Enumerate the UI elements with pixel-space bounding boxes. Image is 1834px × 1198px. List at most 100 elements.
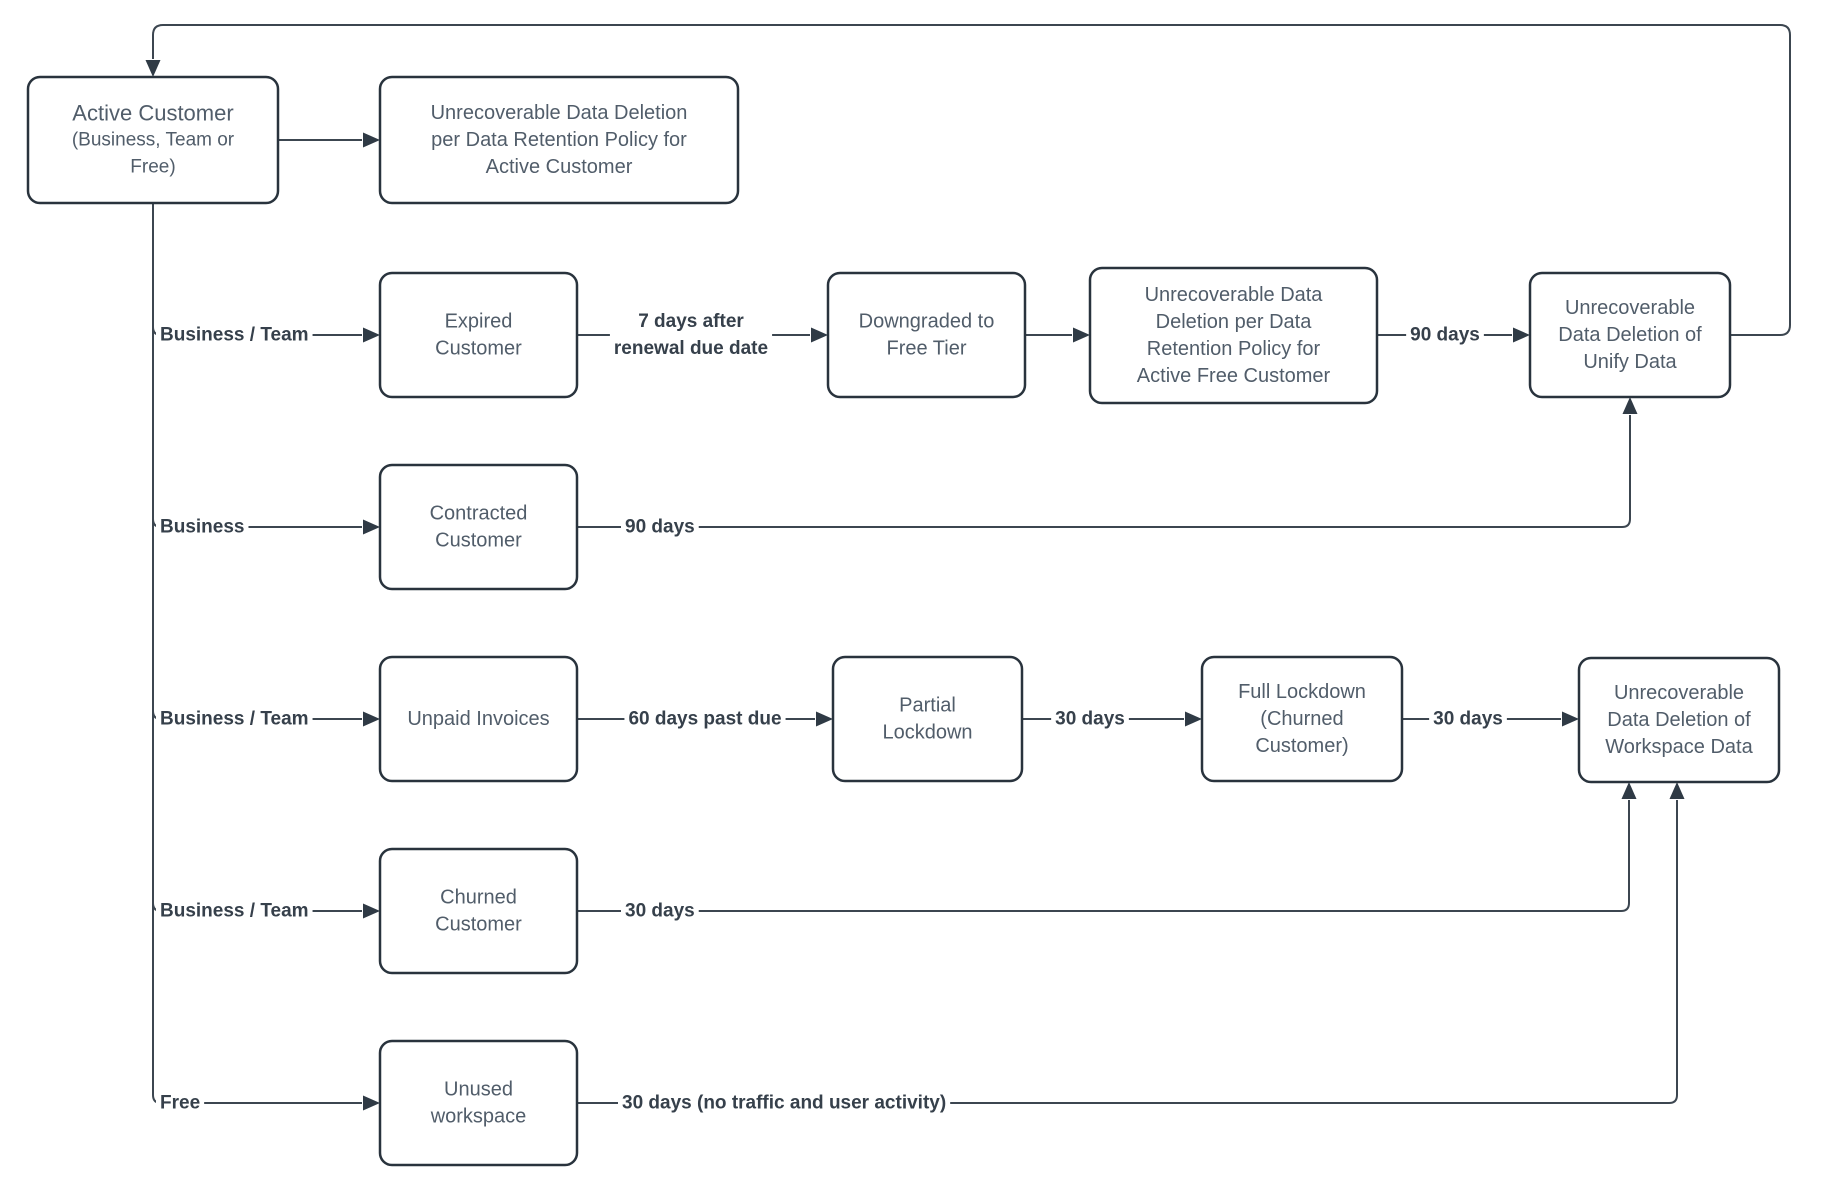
arrowhead-icon-full-to-workspace bbox=[1562, 711, 1579, 727]
edge-label-text-label-90-days-contracted: 90 days bbox=[625, 517, 695, 538]
node-box-deletion-active-free-customer bbox=[1088, 266, 1379, 405]
node-label-line: Expired bbox=[445, 311, 513, 333]
connector-feedback-unify-to-active bbox=[145, 24, 1791, 336]
edge-label-text-label-60-days-past-due: 60 days past due bbox=[628, 709, 781, 730]
edge-label-text-label-30-days-unused: 30 days (no traffic and user activity) bbox=[622, 1093, 946, 1114]
connector-line-contracted-to-unify bbox=[577, 415, 1631, 528]
connector-line-churned-to-workspace bbox=[577, 800, 1630, 912]
arrowhead-icon-unpaid-to-partial bbox=[816, 711, 833, 727]
edge-label-line: 30 days bbox=[1433, 709, 1503, 730]
node-label-line: Customer bbox=[435, 338, 522, 360]
connector-active-to-deletion bbox=[278, 132, 380, 148]
edge-label-label-30-days-churned: 30 days bbox=[621, 898, 699, 924]
node-label-line: Deletion per Data bbox=[1156, 311, 1313, 333]
edge-label-line: Business / Team bbox=[160, 325, 309, 346]
edge-label-bg bbox=[1406, 322, 1484, 348]
edge-label-bg bbox=[618, 1090, 951, 1116]
edge-label-text-label-30-days-full: 30 days bbox=[1433, 709, 1503, 730]
node-unpaid-invoices: Unpaid Invoices bbox=[378, 655, 579, 783]
node-label-line: Customer bbox=[435, 530, 522, 552]
arrowhead-icon-churned-to-workspace bbox=[1621, 782, 1637, 799]
node-box-churned-customer bbox=[378, 847, 579, 975]
node-label-line: Data Deletion of bbox=[1558, 324, 1702, 346]
edge-label-line: 30 days bbox=[625, 901, 695, 922]
edge-label-text-branch-business-team-unpaid: Business / Team bbox=[160, 709, 309, 730]
node-label-line: Unrecoverable bbox=[1614, 682, 1744, 704]
connector-downgraded-to-deletion-free bbox=[1025, 327, 1090, 343]
node-box-unused-workspace bbox=[378, 1039, 579, 1167]
edge-label-bg bbox=[156, 514, 249, 540]
connector-line-feedback-unify-to-active bbox=[152, 24, 1791, 336]
node-box-deletion-workspace-data bbox=[1577, 656, 1781, 784]
connector-unused-to-workspace bbox=[577, 782, 1685, 1104]
edge-label-bg bbox=[156, 898, 313, 924]
edge-label-line: 60 days past due bbox=[628, 709, 781, 730]
edge-label-bg bbox=[1429, 706, 1507, 732]
arrowhead-icon-expired-to-downgraded bbox=[811, 327, 828, 343]
node-label-line: per Data Retention Policy for bbox=[431, 129, 687, 151]
edge-label-bg bbox=[156, 706, 313, 732]
arrowhead-icon-partial-to-full bbox=[1185, 711, 1202, 727]
edge-label-branch-business-team-expired: Business / Team bbox=[156, 322, 313, 348]
node-box-partial-lockdown bbox=[831, 655, 1024, 783]
edge-label-branch-business-contracted: Business bbox=[156, 514, 249, 540]
node-box-deletion-unify-data bbox=[1528, 271, 1732, 399]
arrowhead-icon-branch-to-expired bbox=[363, 327, 380, 343]
edge-label-line: 30 days (no traffic and user activity) bbox=[622, 1093, 946, 1114]
node-label-line: Downgraded to bbox=[859, 311, 995, 333]
edge-label-bg bbox=[1051, 706, 1129, 732]
edge-label-line: Business / Team bbox=[160, 709, 309, 730]
edge-label-branch-business-team-unpaid: Business / Team bbox=[156, 706, 313, 732]
arrowhead-icon-branch-to-unpaid bbox=[363, 711, 380, 727]
arrowhead-icon-active-to-deletion bbox=[363, 132, 380, 148]
node-label-line: Churned bbox=[440, 887, 517, 909]
edge-label-text-branch-business-contracted: Business bbox=[160, 517, 244, 538]
node-box-deletion-active-customer bbox=[378, 75, 740, 205]
arrowhead-icon-unused-to-workspace bbox=[1669, 782, 1685, 799]
node-label-line: Active Free Customer bbox=[1137, 365, 1331, 387]
node-box-active-customer bbox=[26, 75, 280, 205]
edge-label-line: renewal due date bbox=[614, 338, 768, 359]
node-label-line: Active Customer bbox=[486, 156, 633, 178]
node-label-line: (Business, Team or bbox=[72, 130, 235, 151]
edge-label-label-30-days-full: 30 days bbox=[1429, 706, 1507, 732]
node-label-line: workspace bbox=[430, 1106, 527, 1128]
node-label-line: Unpaid Invoices bbox=[407, 708, 549, 730]
node-label-line: Lockdown bbox=[882, 722, 972, 744]
edge-label-label-90-days-free: 90 days bbox=[1406, 322, 1484, 348]
node-label-line: Unrecoverable bbox=[1565, 297, 1695, 319]
edge-label-text-branch-free: Free bbox=[160, 1093, 200, 1114]
arrowhead-icon-feedback-unify-to-active bbox=[145, 60, 161, 77]
edge-label-label-30-days-unused: 30 days (no traffic and user activity) bbox=[618, 1090, 951, 1116]
arrowhead-icon-downgraded-to-deletion-free bbox=[1073, 327, 1090, 343]
node-box-contracted-customer bbox=[378, 463, 579, 591]
edge-label-line: 30 days bbox=[1055, 709, 1125, 730]
edge-label-label-60-days-past-due: 60 days past due bbox=[624, 706, 786, 732]
edge-label-text-label-30-days-partial: 30 days bbox=[1055, 709, 1125, 730]
arrowhead-icon-trunk-and-free-branch bbox=[363, 1095, 380, 1111]
node-label-line: Customer bbox=[435, 914, 522, 936]
connector-churned-to-workspace bbox=[577, 782, 1637, 912]
edge-label-branch-business-team-churned: Business / Team bbox=[156, 898, 313, 924]
edge-label-line: 90 days bbox=[625, 517, 695, 538]
